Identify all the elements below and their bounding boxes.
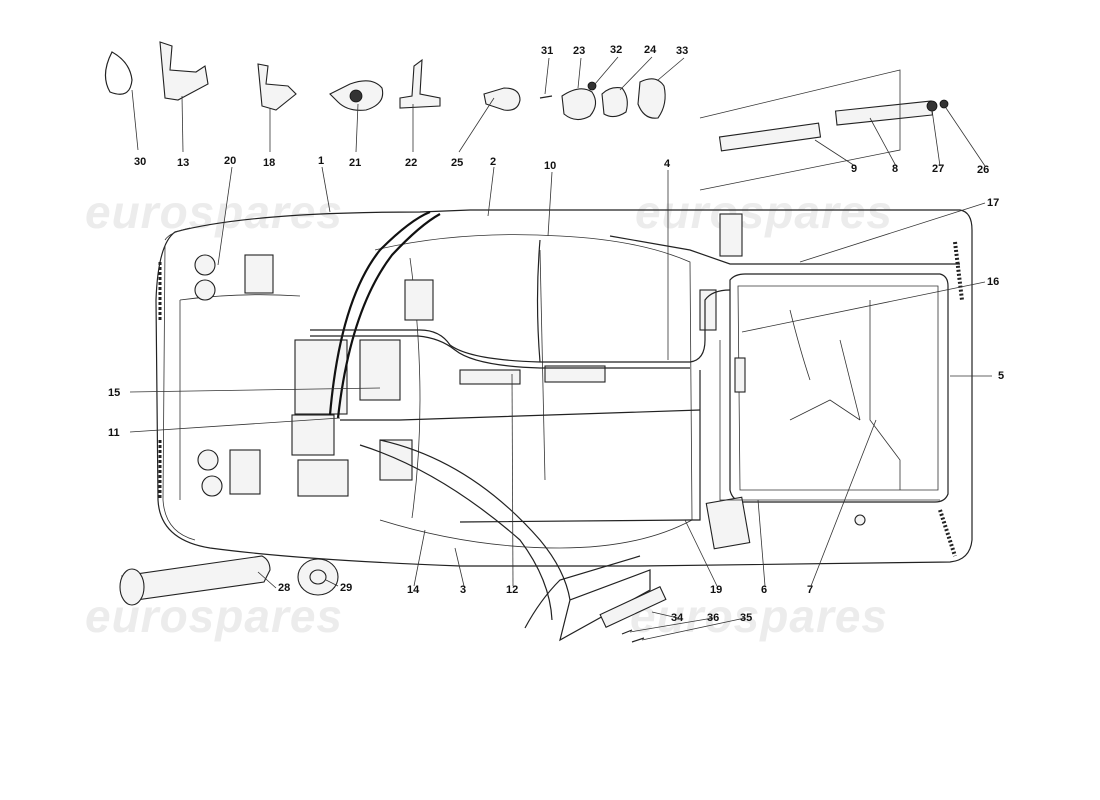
callout-31: 31 <box>541 45 553 57</box>
callout-6: 6 <box>761 584 767 596</box>
callout-17: 17 <box>987 197 999 209</box>
rear-floor-bracket <box>705 496 751 550</box>
callout-2: 2 <box>490 156 496 168</box>
wiring-harness <box>310 210 960 621</box>
central-panel <box>359 339 401 401</box>
dash-connector <box>544 365 606 383</box>
engine-module <box>734 357 746 393</box>
car-body-outline <box>155 209 973 567</box>
callout-27: 27 <box>932 163 944 175</box>
engine-connector <box>699 289 717 331</box>
part-22-clamp <box>399 58 441 109</box>
part-9-strip <box>718 122 822 152</box>
front-component-box <box>244 254 274 294</box>
central-relay-box <box>404 279 434 321</box>
part-34-strip <box>599 585 667 629</box>
callout-29: 29 <box>340 582 352 594</box>
callout-4: 4 <box>664 158 671 170</box>
part-26-nut <box>939 99 949 109</box>
callout-26: 26 <box>977 164 989 176</box>
part-25-grommet <box>483 87 521 111</box>
connector-strip <box>459 369 521 385</box>
lower-box <box>379 439 413 481</box>
callout-5: 5 <box>998 370 1004 382</box>
callout-21: 21 <box>349 157 361 169</box>
part-32-nut <box>587 81 597 91</box>
loose-parts <box>104 41 949 643</box>
part-35-screw <box>631 637 645 643</box>
callout-16: 16 <box>987 276 999 288</box>
part-30-cable-clip <box>104 51 133 95</box>
leader-lines <box>129 56 992 641</box>
part-28-sleeve <box>121 555 271 601</box>
callout-9: 9 <box>851 163 857 175</box>
callout-22: 22 <box>405 157 417 169</box>
part-36-screw <box>621 629 633 635</box>
callout-32: 32 <box>610 44 622 56</box>
callout-18: 18 <box>263 157 275 169</box>
callout-30: 30 <box>134 156 146 168</box>
callout-11: 11 <box>108 427 120 439</box>
callout-1: 1 <box>318 155 324 167</box>
callout-25: 25 <box>451 157 463 169</box>
brake-servo <box>297 459 349 497</box>
headlight-right-mid <box>197 449 219 471</box>
part-13-cable-holder <box>159 41 209 101</box>
callout-10: 10 <box>544 160 556 172</box>
part-23-support <box>561 88 597 121</box>
callout-14: 14 <box>407 584 420 596</box>
rear-upper-bracket <box>719 213 743 257</box>
callout-7: 7 <box>807 584 813 596</box>
watermark-top-right: eurospares <box>635 186 893 238</box>
callout-33: 33 <box>676 45 688 57</box>
part-18-cable-holder <box>257 63 297 111</box>
callout-19: 19 <box>710 584 722 596</box>
relay-box <box>291 414 335 456</box>
part-8-strip <box>834 100 934 126</box>
callout-12: 12 <box>506 584 518 596</box>
part-33-cap <box>637 78 666 119</box>
callout-20: 20 <box>224 155 236 167</box>
callout-8: 8 <box>892 163 898 175</box>
headlight-left-top <box>194 254 216 276</box>
callout-23: 23 <box>573 45 585 57</box>
callout-3: 3 <box>460 584 466 596</box>
headlight-right-bot <box>201 475 223 497</box>
callout-34: 34 <box>671 612 684 624</box>
rear-fixing <box>854 514 866 526</box>
callout-15: 15 <box>108 387 120 399</box>
headlight-left-mid <box>194 279 216 301</box>
callout-labels: 30 13 18 21 22 25 31 23 32 24 33 20 1 2 … <box>108 44 1004 624</box>
part-27-nut <box>926 100 938 112</box>
callout-28: 28 <box>278 582 290 594</box>
front-right-box <box>229 449 261 495</box>
part-24-cap <box>601 87 628 118</box>
part-31-screw <box>539 95 553 99</box>
callout-13: 13 <box>177 157 189 169</box>
part-28-sleeve-end <box>119 568 145 606</box>
callout-35: 35 <box>740 612 752 624</box>
callout-24: 24 <box>644 44 657 56</box>
callout-36: 36 <box>707 612 719 624</box>
watermark-top-left: eurospares <box>85 186 343 238</box>
